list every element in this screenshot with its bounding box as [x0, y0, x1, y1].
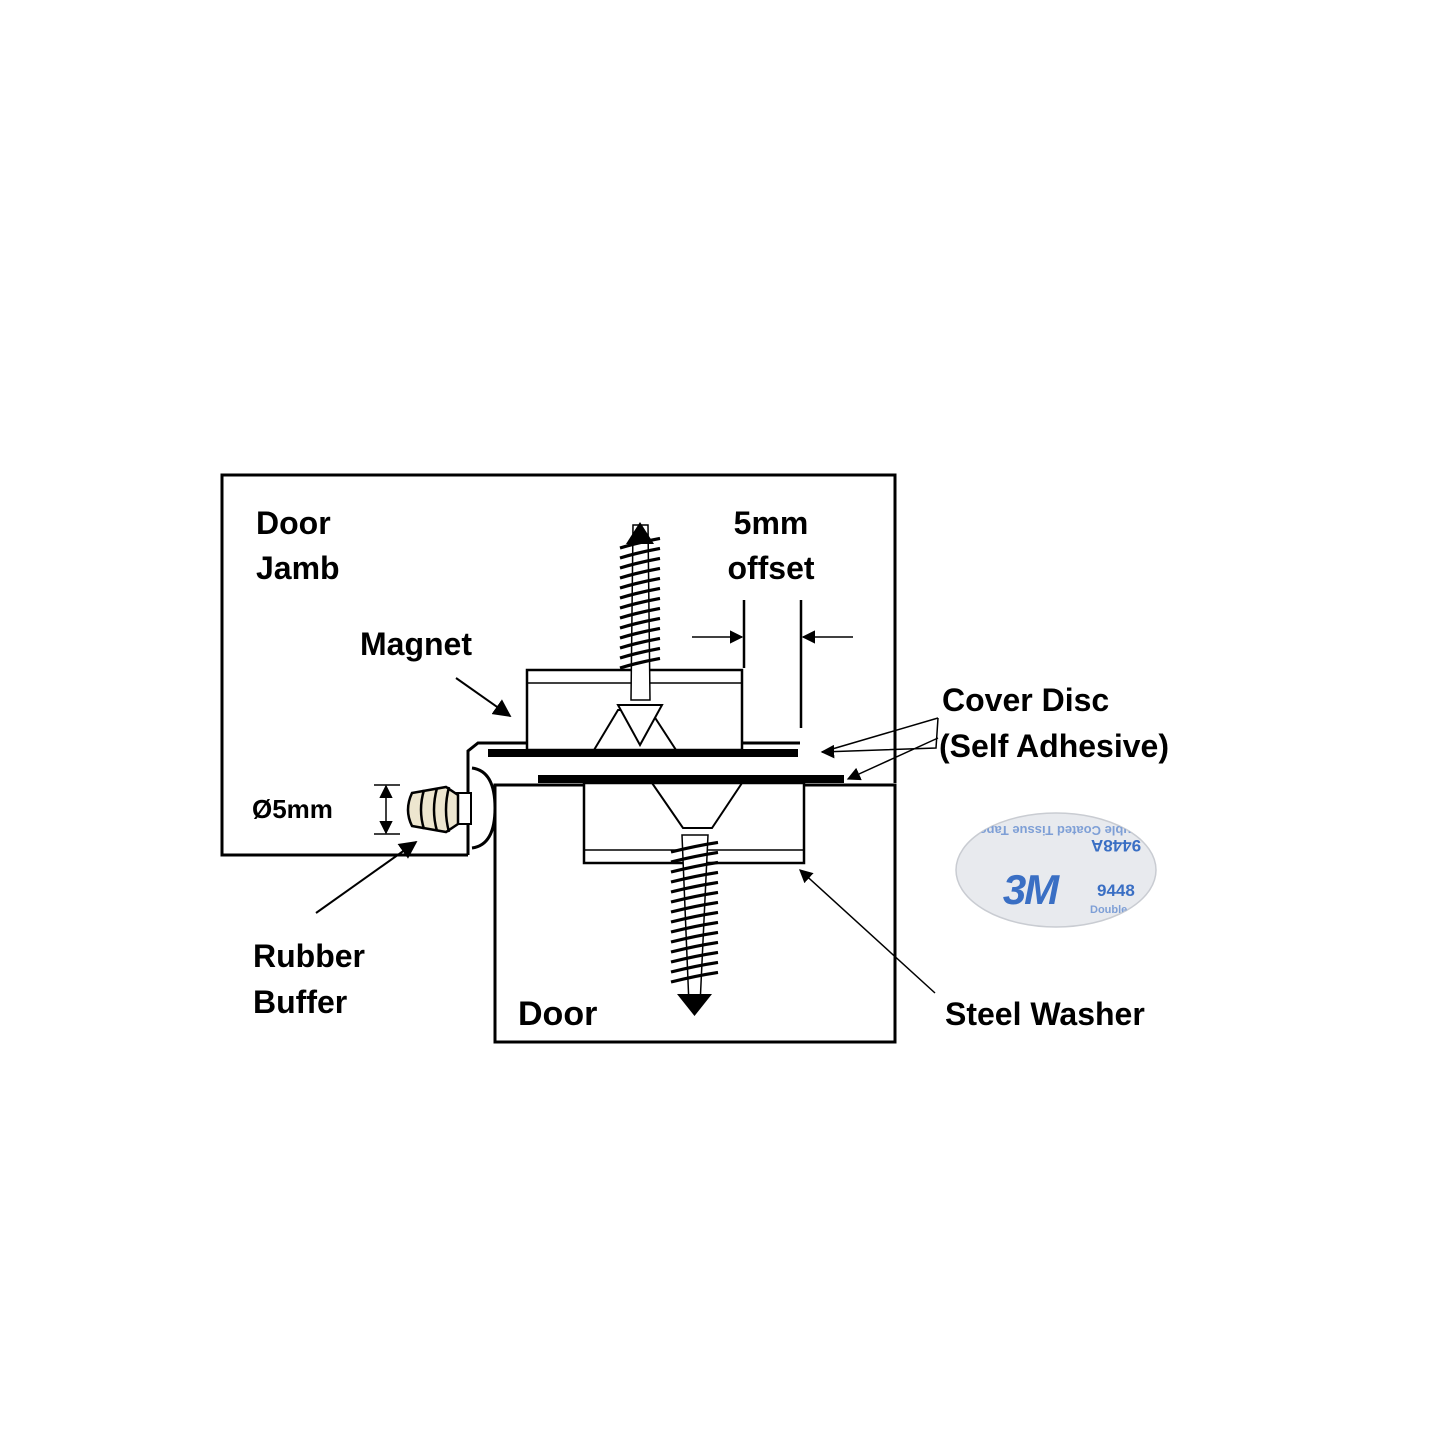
- screw-tip: [626, 522, 654, 544]
- rubber-buffer-leader: [315, 840, 418, 914]
- disc-brand-logo: 3M: [1003, 866, 1060, 913]
- screw-thread: [670, 940, 719, 954]
- steel-washer-plate: [538, 775, 844, 783]
- steel-washer-plate-leader: [846, 737, 939, 781]
- screw-thread: [670, 870, 719, 884]
- screw-tip: [677, 994, 712, 1016]
- cover-disc-label-line2: (Self Adhesive): [939, 728, 1169, 764]
- adhesive-disc: Double Coated Tissue Tape 9448A 3M 9448 …: [955, 812, 1157, 928]
- steel-washer-label: Steel Washer: [945, 996, 1145, 1032]
- screw-thread: [619, 656, 661, 670]
- screw-thread: [670, 910, 719, 924]
- offset-label-line2: offset: [727, 550, 814, 586]
- screw-thread: [670, 950, 719, 964]
- screw-thread: [619, 576, 661, 590]
- rubber-buffer: [406, 766, 497, 850]
- screw-thread: [619, 626, 661, 640]
- screw-thread: [670, 840, 719, 854]
- screw-thread: [619, 546, 661, 560]
- door-jamb-label-line2: Jamb: [256, 550, 340, 586]
- screw-thread: [619, 556, 661, 570]
- magnet-label: Magnet: [360, 626, 472, 662]
- diameter-label: Ø5mm: [252, 794, 333, 824]
- rubber-buffer-label-line2: Buffer: [253, 984, 347, 1020]
- screw-thread: [670, 900, 719, 914]
- screw-thread: [619, 566, 661, 580]
- door-jamb-outline: [220, 473, 897, 857]
- screw-thread: [619, 596, 661, 610]
- offset-label-line1: 5mm: [734, 505, 809, 541]
- upper-screw: [616, 522, 664, 748]
- steel-washer-leader: [799, 869, 936, 994]
- disc-part-number: 9448: [1097, 881, 1135, 900]
- disc-bottom-text: Double: [1090, 904, 1127, 916]
- disc-top-text: Double Coated Tissue Tape: [979, 823, 1148, 838]
- screw-thread: [619, 586, 661, 600]
- door-label: Door: [518, 995, 597, 1033]
- screw-thread: [619, 606, 661, 620]
- screw-thread: [619, 616, 661, 630]
- lower-screw: [670, 834, 719, 1016]
- screw-thread: [670, 970, 719, 984]
- diameter-dimension: [374, 784, 400, 835]
- screw-thread: [619, 636, 661, 650]
- screw-thread: [670, 880, 719, 894]
- offset-dimension: [692, 600, 853, 728]
- screw-thread: [670, 960, 719, 974]
- screw-thread: [670, 860, 719, 874]
- cover-disc-leader: [820, 717, 939, 759]
- cover-disc-plate: [488, 749, 798, 757]
- door-jamb-label-line1: Door: [256, 505, 331, 541]
- magnet-leader: [455, 677, 512, 718]
- screw-thread: [670, 890, 719, 904]
- screw-thread: [619, 646, 661, 660]
- cover-disc-leader-top: [821, 717, 939, 753]
- disc-part-number-mirrored: 9448A: [1091, 836, 1141, 855]
- screw-thread: [670, 930, 719, 944]
- cover-disc-label-line1: Cover Disc: [942, 682, 1109, 718]
- screw-thread: [670, 850, 719, 864]
- screw-thread: [670, 920, 719, 934]
- rubber-buffer-label-line1: Rubber: [253, 938, 365, 974]
